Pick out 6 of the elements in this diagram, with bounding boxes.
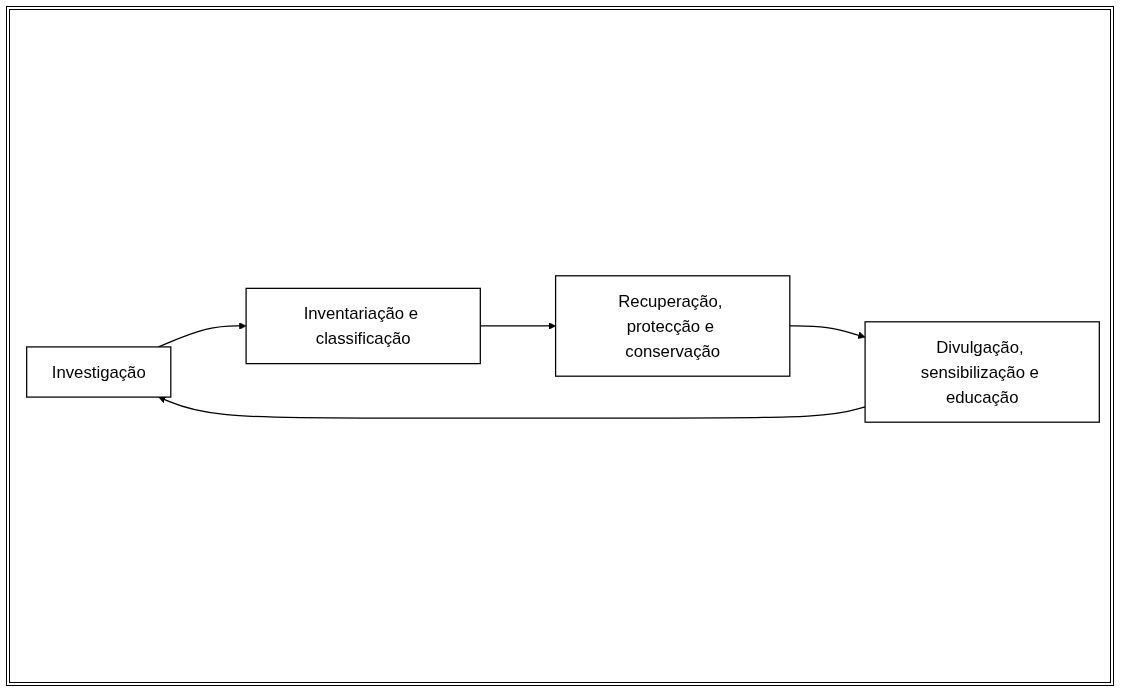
arrow bbox=[158, 396, 866, 419]
node-box: Divulgação, sensibilização e educação bbox=[864, 321, 1100, 423]
node-box: Inventariação e classificação bbox=[245, 287, 481, 365]
node-box: Investigação bbox=[26, 346, 172, 398]
arrow bbox=[789, 325, 866, 339]
node-box: Recuperação, protecção e conservação bbox=[554, 275, 791, 377]
